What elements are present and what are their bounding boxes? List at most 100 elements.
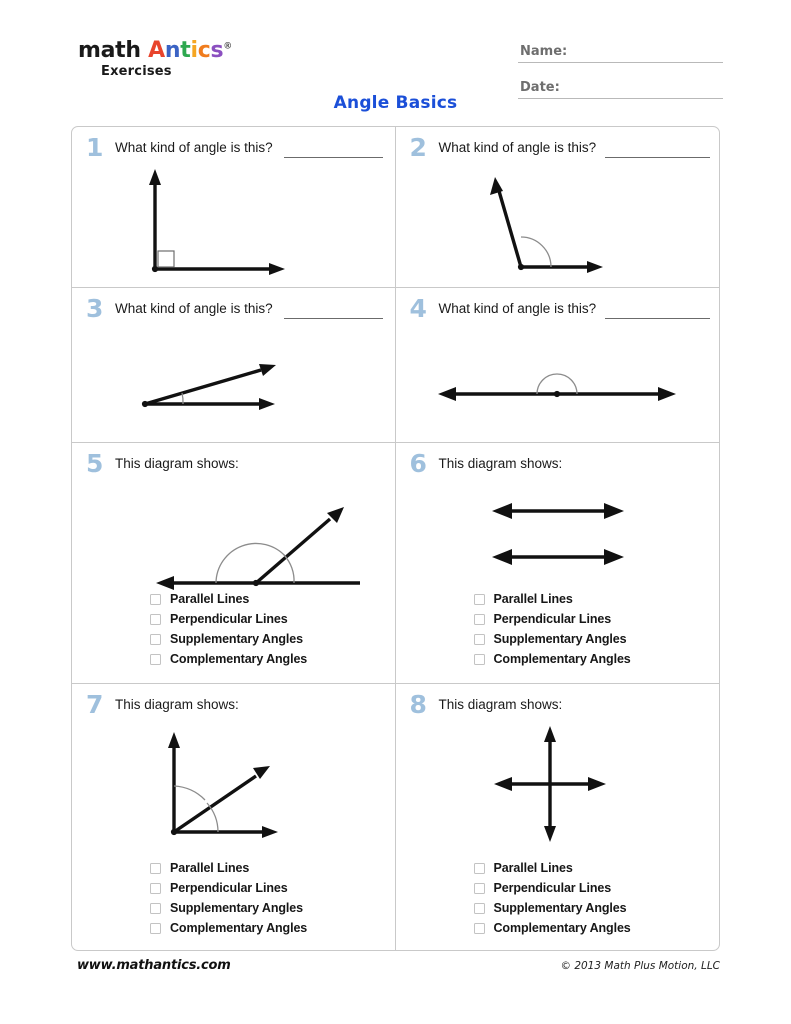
name-field-row[interactable]: Name: bbox=[518, 36, 723, 63]
diagram-obtuse-angle bbox=[396, 161, 720, 279]
diagram-perpendicular-lines bbox=[396, 718, 720, 848]
choice-item[interactable]: Parallel Lines bbox=[473, 858, 631, 878]
choice-label: Complementary Angles bbox=[170, 921, 308, 935]
choice-label: Parallel Lines bbox=[493, 592, 573, 606]
choice-label: Complementary Angles bbox=[493, 652, 631, 666]
question-cell-1: 1 What kind of angle is this? bbox=[72, 127, 396, 288]
question-cell-6: 6 This diagram shows: Parallel Li bbox=[395, 443, 720, 684]
name-date-block: Name: Date: bbox=[518, 36, 723, 99]
logo-letter-c: c bbox=[197, 38, 211, 63]
checkbox-icon[interactable] bbox=[473, 902, 485, 914]
question-prompt-4: What kind of angle is this? bbox=[438, 301, 597, 316]
question-prompt-8: This diagram shows: bbox=[438, 697, 563, 712]
checkbox-icon[interactable] bbox=[473, 593, 485, 605]
logo-subtitle: Exercises bbox=[101, 64, 172, 79]
diagram-acute-angle bbox=[72, 322, 395, 434]
logo-letter-i: i bbox=[190, 38, 198, 63]
question-prompt-7: This diagram shows: bbox=[115, 697, 239, 712]
checkbox-icon[interactable] bbox=[150, 882, 161, 894]
choices-list-6: Parallel Lines Perpendicular Lines Suppl… bbox=[473, 589, 631, 669]
question-prompt-1: What kind of angle is this? bbox=[115, 140, 273, 155]
question-number-1: 1 bbox=[86, 133, 104, 162]
answer-blank-4[interactable] bbox=[604, 318, 710, 320]
question-prompt-2: What kind of angle is this? bbox=[438, 140, 597, 155]
trademark-symbol: ® bbox=[223, 41, 232, 52]
choice-item[interactable]: Perpendicular Lines bbox=[473, 878, 631, 898]
checkbox-icon[interactable] bbox=[473, 862, 485, 874]
checkbox-icon[interactable] bbox=[150, 613, 161, 625]
diagram-supplementary-angles bbox=[72, 477, 395, 605]
checkbox-icon[interactable] bbox=[473, 613, 485, 625]
choice-item[interactable]: Perpendicular Lines bbox=[150, 878, 307, 898]
question-number-7: 7 bbox=[86, 690, 104, 719]
diagram-complementary-angles bbox=[72, 718, 395, 848]
question-number-4: 4 bbox=[409, 294, 427, 323]
choice-item[interactable]: Complementary Angles bbox=[473, 649, 631, 669]
choice-item[interactable]: Complementary Angles bbox=[473, 918, 631, 938]
answer-blank-1[interactable] bbox=[284, 157, 383, 159]
choice-label: Perpendicular Lines bbox=[493, 881, 612, 895]
date-field-row[interactable]: Date: bbox=[518, 72, 723, 99]
checkbox-icon[interactable] bbox=[150, 862, 161, 874]
question-prompt-3: What kind of angle is this? bbox=[115, 301, 273, 316]
choice-item[interactable]: Parallel Lines bbox=[473, 589, 631, 609]
checkbox-icon[interactable] bbox=[473, 653, 485, 665]
choice-item[interactable]: Complementary Angles bbox=[150, 649, 307, 669]
answer-blank-3[interactable] bbox=[284, 318, 383, 320]
choice-label: Complementary Angles bbox=[170, 652, 308, 666]
choice-item[interactable]: Parallel Lines bbox=[150, 589, 307, 609]
website-link[interactable]: www.mathantics.com bbox=[77, 958, 231, 973]
question-cell-8: 8 This diagram shows: Parallel Li bbox=[396, 684, 720, 950]
choice-label: Parallel Lines bbox=[493, 861, 573, 875]
question-cell-7: 7 This diagram shows: bbox=[72, 684, 396, 950]
question-number-8: 8 bbox=[409, 690, 427, 719]
diagram-right-angle bbox=[72, 161, 395, 279]
checkbox-icon[interactable] bbox=[150, 653, 161, 665]
choice-item[interactable]: Supplementary Angles bbox=[150, 898, 307, 918]
choice-label: Perpendicular Lines bbox=[493, 612, 612, 626]
checkbox-icon[interactable] bbox=[150, 633, 161, 645]
checkbox-icon[interactable] bbox=[473, 922, 485, 934]
choice-label: Complementary Angles bbox=[493, 921, 631, 935]
choice-label: Supplementary Angles bbox=[493, 901, 627, 915]
question-number-6: 6 bbox=[409, 449, 427, 478]
diagram-straight-angle bbox=[396, 322, 720, 434]
name-label: Name: bbox=[520, 44, 568, 59]
choice-item[interactable]: Supplementary Angles bbox=[473, 629, 631, 649]
checkbox-icon[interactable] bbox=[150, 922, 161, 934]
checkbox-icon[interactable] bbox=[150, 902, 161, 914]
choice-label: Parallel Lines bbox=[170, 861, 250, 875]
choice-label: Parallel Lines bbox=[170, 592, 250, 606]
copyright-notice: © 2013 Math Plus Motion, LLC bbox=[560, 960, 720, 972]
choice-item[interactable]: Perpendicular Lines bbox=[150, 609, 307, 629]
question-prompt-5: This diagram shows: bbox=[115, 456, 239, 471]
question-number-3: 3 bbox=[86, 294, 104, 323]
questions-grid: 1 What kind of angle is this? 2 Wha bbox=[71, 126, 720, 951]
choice-label: Supplementary Angles bbox=[170, 901, 303, 915]
logo-letter-t: t bbox=[180, 38, 191, 63]
choice-item[interactable]: Supplementary Angles bbox=[150, 629, 307, 649]
diagram-parallel-lines bbox=[396, 477, 720, 605]
logo-word-math: math bbox=[78, 38, 141, 63]
question-cell-5: 5 This diagram shows: bbox=[72, 443, 396, 684]
choice-label: Perpendicular Lines bbox=[170, 612, 288, 626]
checkbox-icon[interactable] bbox=[473, 882, 485, 894]
question-number-5: 5 bbox=[86, 449, 104, 478]
choice-item[interactable]: Parallel Lines bbox=[150, 858, 307, 878]
question-prompt-6: This diagram shows: bbox=[438, 456, 563, 471]
math-antics-logo: math Antics® Exercises bbox=[78, 38, 338, 80]
logo-letter-a: A bbox=[148, 38, 165, 63]
checkbox-icon[interactable] bbox=[150, 593, 161, 605]
checkbox-icon[interactable] bbox=[473, 633, 485, 645]
choice-label: Supplementary Angles bbox=[493, 632, 627, 646]
choice-label: Perpendicular Lines bbox=[170, 881, 288, 895]
page-footer: www.mathantics.com © 2013 Math Plus Moti… bbox=[71, 958, 720, 978]
answer-blank-2[interactable] bbox=[604, 157, 710, 159]
logo-letter-s: s bbox=[210, 38, 224, 63]
choice-item[interactable]: Perpendicular Lines bbox=[473, 609, 631, 629]
question-cell-4: 4 What kind of angle is this? bbox=[395, 288, 720, 443]
choice-item[interactable]: Supplementary Angles bbox=[473, 898, 631, 918]
choice-item[interactable]: Complementary Angles bbox=[150, 918, 307, 938]
choices-list-5: Parallel Lines Perpendicular Lines Suppl… bbox=[150, 589, 307, 669]
